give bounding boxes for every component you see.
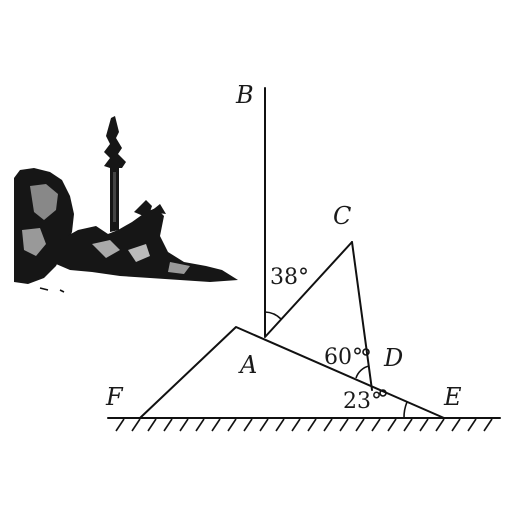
angle-mark-23 <box>379 389 387 397</box>
angle-arc-bac <box>264 311 282 320</box>
angle-label-60: 60° <box>324 345 363 370</box>
angle-arc-cda <box>355 365 370 379</box>
label-b: B <box>235 81 254 109</box>
tower-on-rocks-illustration <box>14 116 238 293</box>
label-a: A <box>238 351 257 379</box>
angle-arc-e <box>403 401 408 419</box>
slope-outline <box>139 326 445 419</box>
line-ac <box>264 241 353 338</box>
angle-label-23: 23° <box>343 389 382 414</box>
label-c: C <box>333 202 351 230</box>
label-f: F <box>105 383 124 411</box>
label-e: E <box>443 383 462 411</box>
angle-mark-60 <box>362 348 370 356</box>
angle-label-38: 38° <box>270 265 309 290</box>
ground-hatching <box>115 418 493 432</box>
label-d: D <box>383 344 403 372</box>
